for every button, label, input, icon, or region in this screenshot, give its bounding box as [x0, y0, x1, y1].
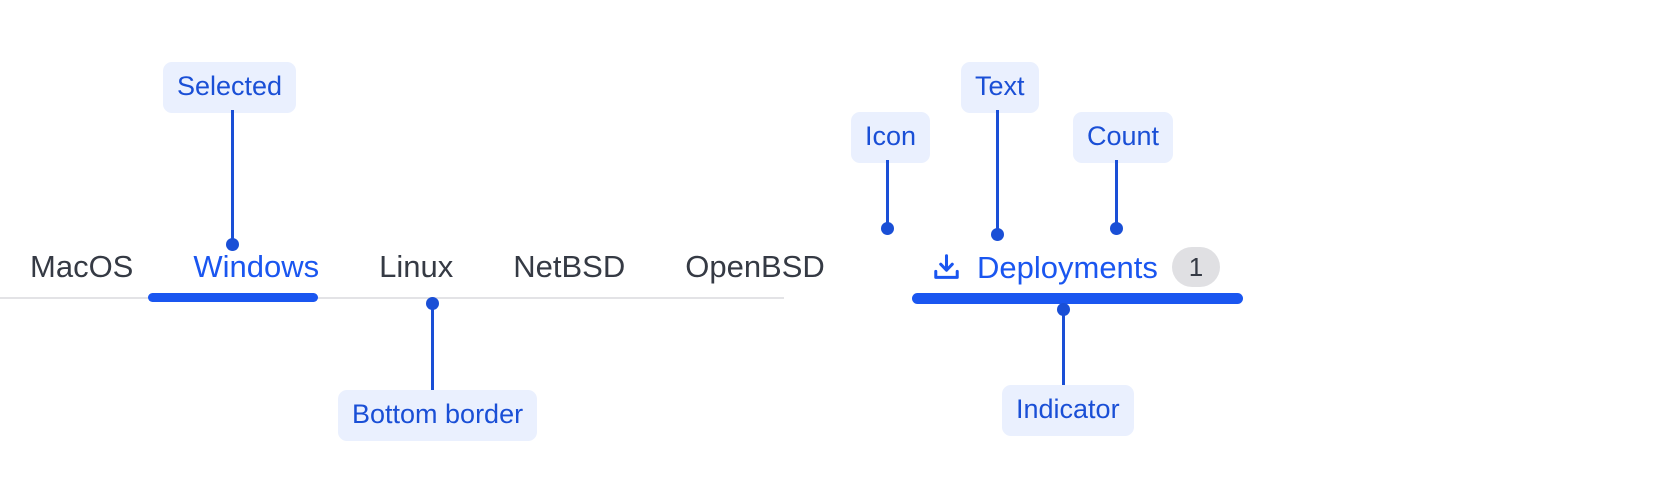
- leader-line-selected: [231, 110, 234, 243]
- tab-macos[interactable]: MacOS: [30, 249, 134, 284]
- leader-line-icon: [886, 160, 889, 227]
- leader-line-text: [996, 110, 999, 233]
- callout-count: Count: [1073, 112, 1174, 163]
- leader-line-bottom-border: [431, 303, 434, 393]
- callout-indicator: Indicator: [1002, 385, 1134, 436]
- tab-linux[interactable]: Linux: [379, 249, 454, 284]
- tabset-bottom-border: [0, 297, 784, 299]
- tabset-left: MacOS Windows Linux NetBSD OpenBSD: [0, 243, 825, 323]
- tab-list-left: MacOS Windows Linux NetBSD OpenBSD: [0, 243, 855, 282]
- leader-dot-count: [1110, 222, 1123, 235]
- tab-deployments-label: Deployments: [977, 249, 1158, 285]
- callout-bottom-border: Bottom border: [338, 390, 538, 441]
- callout-text: Text: [961, 62, 1039, 113]
- leader-dot-text: [991, 228, 1004, 241]
- leader-line-count: [1115, 160, 1118, 227]
- tab-netbsd[interactable]: NetBSD: [513, 249, 626, 284]
- tab-openbsd[interactable]: OpenBSD: [685, 249, 825, 284]
- tab-deployments-count-badge: 1: [1171, 247, 1220, 287]
- tab-windows[interactable]: Windows: [193, 249, 320, 284]
- deployments-tab-indicator: [912, 293, 1243, 304]
- leader-line-indicator: [1062, 309, 1065, 387]
- leader-dot-selected: [226, 238, 239, 251]
- callout-icon: Icon: [851, 112, 931, 163]
- callout-selected: Selected: [163, 62, 297, 113]
- download-icon: [930, 251, 963, 284]
- selected-tab-indicator: [148, 293, 318, 302]
- leader-dot-icon: [881, 222, 894, 235]
- tab-deployments[interactable]: Deployments 1: [912, 243, 1238, 287]
